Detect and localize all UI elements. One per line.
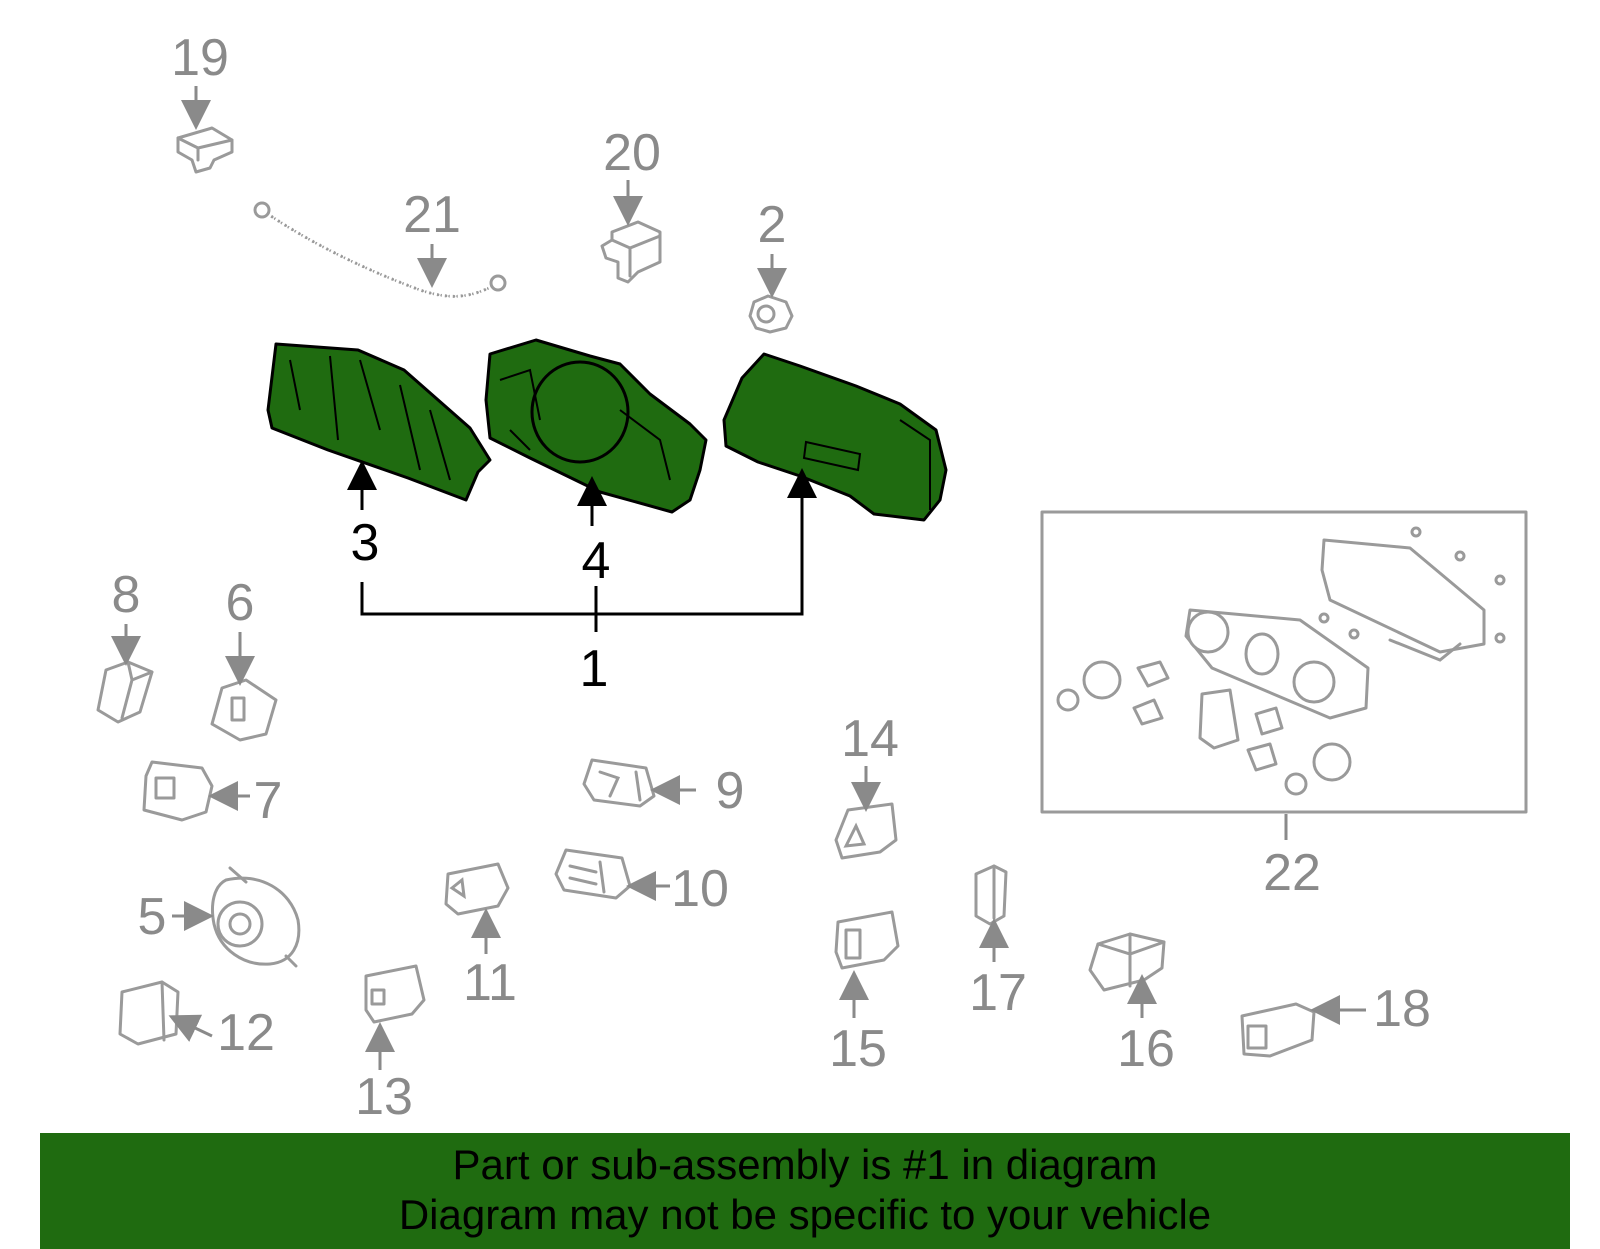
part-8-switch[interactable] — [96, 660, 154, 724]
part-18-switch[interactable] — [1240, 1002, 1316, 1058]
part-2-nut[interactable] — [748, 294, 794, 334]
callout-8: 8 — [112, 566, 141, 624]
callout-5: 5 — [138, 888, 167, 946]
callout-18: 18 — [1373, 980, 1431, 1038]
callout-6: 6 — [226, 574, 255, 632]
callout-20: 20 — [603, 124, 661, 182]
part-11-switch[interactable] — [444, 862, 510, 916]
callout-1: 1 — [580, 640, 609, 698]
callout-9: 9 — [716, 762, 745, 820]
callout-3: 3 — [351, 514, 380, 572]
part-9-switch[interactable] — [582, 758, 656, 808]
leader-12 — [168, 1014, 213, 1042]
callout-7: 7 — [254, 772, 283, 830]
callout-4: 4 — [582, 532, 611, 590]
notice-banner: Part or sub-assembly is #1 in diagram Di… — [40, 1133, 1570, 1249]
part-21-cable[interactable] — [253, 201, 507, 301]
callout-13: 13 — [355, 1068, 413, 1126]
part-14-hazard-switch[interactable] — [834, 802, 898, 860]
banner-line-1: Part or sub-assembly is #1 in diagram — [452, 1141, 1158, 1188]
part-22-climate-control[interactable] — [1056, 526, 1506, 796]
callout-10: 10 — [671, 860, 729, 918]
callout-11: 11 — [463, 954, 517, 1012]
part-10-switch[interactable] — [554, 848, 632, 900]
part-13-switch[interactable] — [364, 964, 426, 1024]
callout-12: 12 — [217, 1004, 275, 1062]
part-15-switch[interactable] — [834, 910, 900, 970]
callout-15: 15 — [829, 1020, 887, 1078]
callout-16: 16 — [1117, 1020, 1175, 1078]
part-1-housing[interactable] — [722, 352, 948, 522]
part-20-socket[interactable] — [600, 220, 662, 284]
callout-19: 19 — [171, 29, 229, 87]
callout-2: 2 — [758, 196, 787, 254]
part-3-lens[interactable] — [266, 342, 492, 502]
part-19-clip[interactable] — [176, 126, 234, 174]
part-17-bracket[interactable] — [974, 864, 1008, 926]
callout-21: 21 — [403, 186, 461, 244]
part-5-ignition[interactable] — [211, 866, 301, 968]
banner-line-2: Diagram may not be specific to your vehi… — [398, 1191, 1212, 1238]
bracket-1 — [360, 468, 817, 616]
callout-22: 22 — [1263, 844, 1321, 902]
part-4-gauge-panel[interactable] — [484, 338, 708, 514]
part-7-switch[interactable] — [142, 760, 214, 822]
part-16-switch[interactable] — [1088, 932, 1166, 992]
callout-17: 17 — [969, 964, 1027, 1022]
callout-14: 14 — [841, 710, 899, 768]
part-12-switch[interactable] — [118, 980, 180, 1046]
part-6-switch[interactable] — [210, 678, 278, 742]
